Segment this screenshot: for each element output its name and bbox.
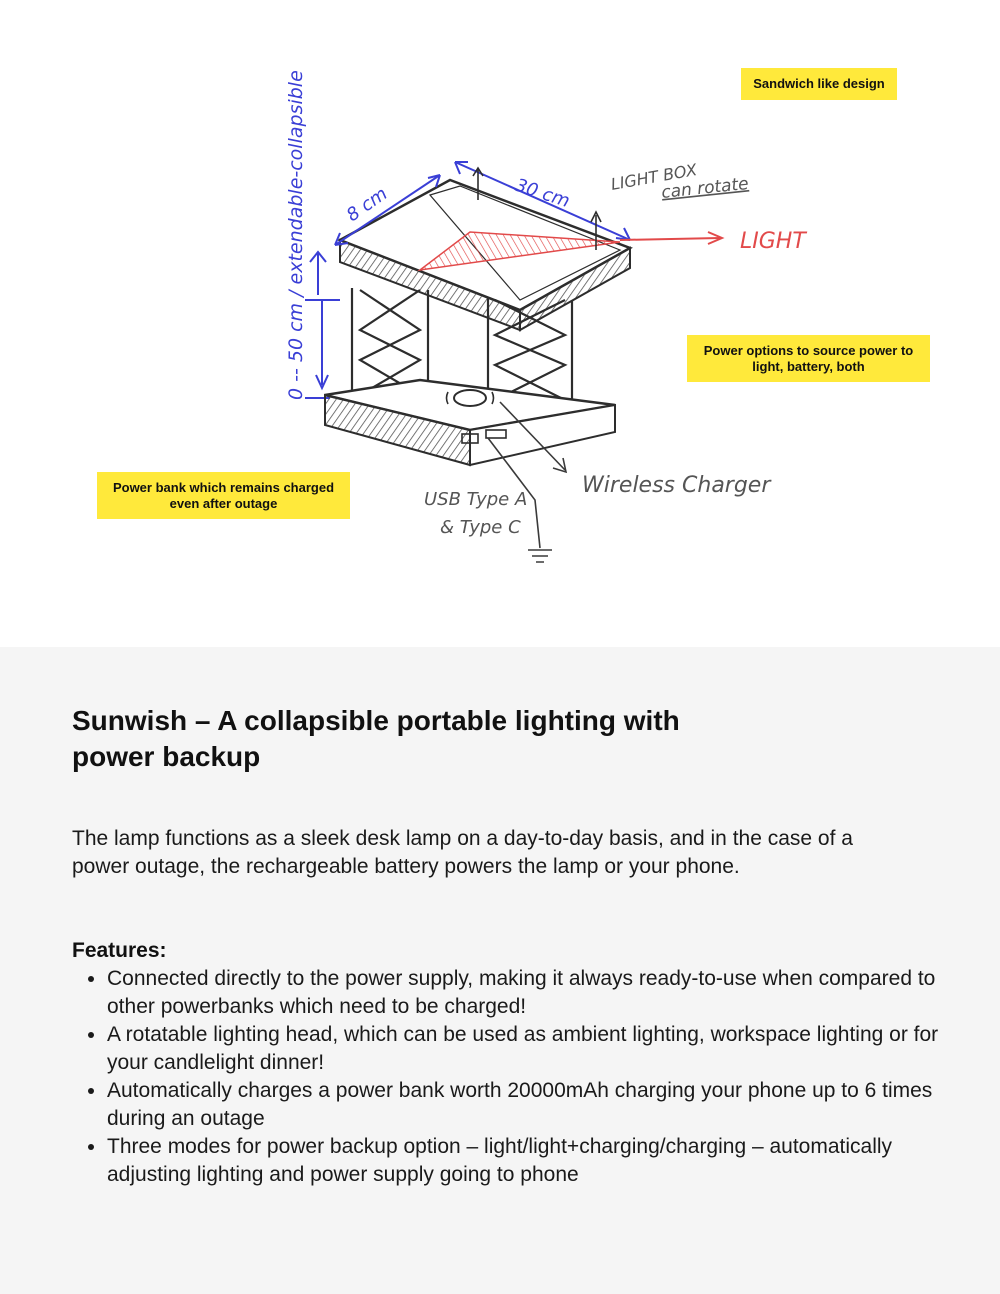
features-list: Connected directly to the power supply, … <box>72 965 967 1189</box>
note-sandwich-design: Sandwich like design <box>741 68 897 100</box>
list-item: Three modes for power backup option – li… <box>107 1133 967 1189</box>
light-arrow <box>620 232 722 244</box>
dimension-vertical-label: 0 -- 50 cm / extendable-collapsible <box>285 70 307 400</box>
intro-paragraph: The lamp functions as a sleek desk lamp … <box>72 825 912 881</box>
vertical-dimension-marker <box>305 252 340 398</box>
list-item: Automatically charges a power bank worth… <box>107 1077 967 1133</box>
description-section: Sunwish – A collapsible portable lightin… <box>0 647 1000 1294</box>
features-heading: Features: <box>72 937 167 965</box>
usb-type-a-label: USB Type A <box>424 489 527 510</box>
light-label: LIGHT <box>740 229 807 254</box>
list-item: A rotatable lighting head, which can be … <box>107 1021 967 1077</box>
page-title: Sunwish – A collapsible portable lightin… <box>72 703 712 775</box>
sketch-illustration: 0 -- 50 cm / extendable-collapsible <box>0 0 1000 647</box>
note-power-bank: Power bank which remains charged even af… <box>97 472 350 519</box>
wireless-charger-label: Wireless Charger <box>582 473 772 498</box>
usb-type-c-label: & Type C <box>440 517 521 538</box>
list-item: Connected directly to the power supply, … <box>107 965 967 1021</box>
note-power-options: Power options to source power to light, … <box>687 335 930 382</box>
